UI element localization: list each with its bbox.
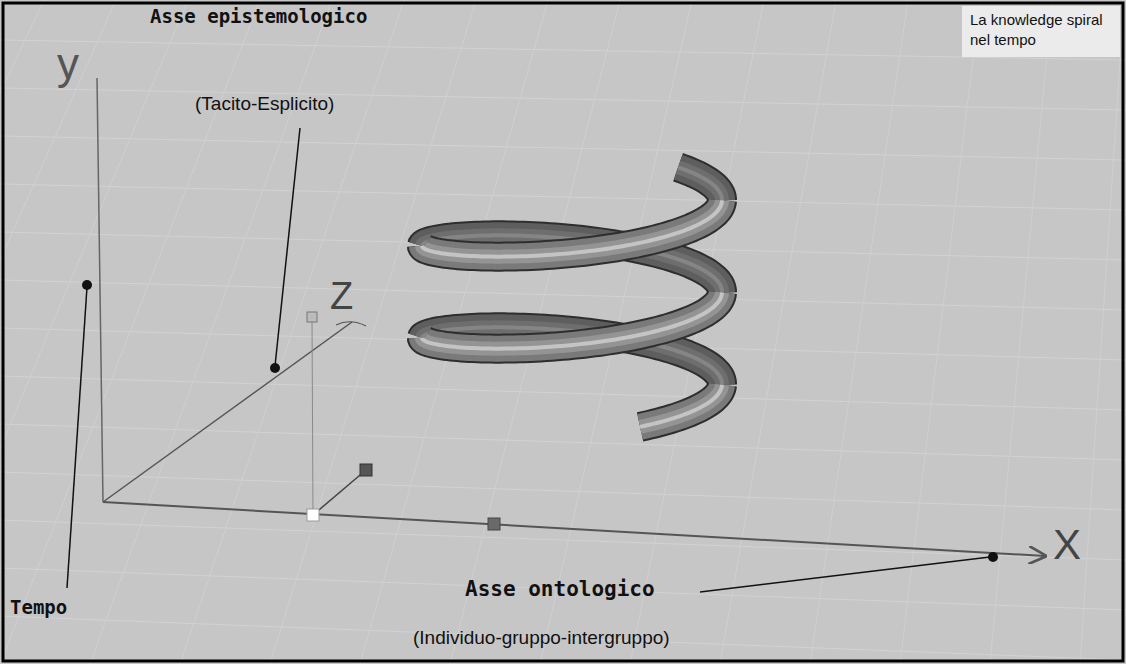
spiral-tube — [422, 293, 722, 349]
spiral-shade — [640, 385, 722, 427]
axis-label: (Tacito-Esplicito) — [195, 94, 334, 115]
spiral-tube — [422, 200, 722, 256]
grid-line — [0, 0, 188, 664]
axis-label: (Individuo-gruppo-intergruppo) — [413, 628, 670, 649]
grid-line — [0, 0, 44, 664]
spiral-tube — [422, 293, 722, 349]
axis-label: Tempo — [10, 597, 67, 618]
gizmo-origin — [307, 509, 319, 521]
grid-line — [0, 376, 1126, 410]
grid-line — [1080, 0, 1124, 664]
caption-text: La knowledge spiral nel tempo — [970, 10, 1112, 51]
gizmo-handle — [488, 518, 500, 530]
leader-dot — [82, 280, 92, 290]
spiral-tube — [422, 200, 722, 256]
grid-line — [0, 0, 116, 664]
grid-line — [0, 40, 1126, 60]
grid-line — [180, 0, 404, 664]
spiral-highlight — [678, 167, 722, 200]
axis-label: Asse epistemologico — [150, 6, 367, 27]
spiral-shade — [678, 167, 722, 200]
x-axis — [103, 502, 1045, 556]
grid-line — [0, 472, 1126, 510]
frame — [3, 3, 1123, 661]
grid-line — [0, 520, 1126, 560]
leader-line — [275, 128, 300, 366]
axis-label: y — [57, 40, 79, 88]
spiral-highlight — [422, 293, 722, 349]
leader-line — [67, 287, 87, 588]
z-arrow — [336, 322, 366, 326]
axis-label: Z — [330, 276, 353, 318]
spiral-shade — [422, 293, 722, 349]
spiral-tube — [678, 167, 722, 200]
grid-line — [810, 0, 908, 664]
y-axis — [97, 78, 103, 502]
grid-line — [0, 136, 1126, 160]
gizmo-line — [312, 318, 313, 515]
grid-line — [0, 568, 1126, 610]
grid-line — [0, 616, 1126, 660]
spiral-shade — [422, 200, 722, 256]
leader-dot — [988, 552, 998, 562]
gizmo-handle — [307, 312, 317, 322]
leader-line — [700, 557, 990, 592]
spiral-tube — [640, 385, 722, 427]
z-axis — [103, 322, 352, 502]
leader-dot — [270, 363, 280, 373]
grid-line — [0, 280, 1126, 310]
axis-label: Asse ontologico — [465, 578, 655, 601]
grid-line — [720, 0, 836, 664]
gizmo-handle — [360, 464, 372, 476]
spiral-highlight — [640, 385, 722, 427]
caption-box: La knowledge spiral nel tempo — [962, 6, 1120, 57]
spiral-highlight — [422, 200, 722, 256]
spiral-tube — [678, 167, 722, 200]
spiral-tube — [640, 385, 722, 427]
grid-line — [0, 88, 1126, 110]
knowledge-spiral — [422, 167, 722, 427]
gizmo-line — [313, 470, 366, 515]
grid-line — [900, 0, 980, 664]
grid-line — [990, 0, 1052, 664]
axis-label: X — [1053, 522, 1081, 568]
